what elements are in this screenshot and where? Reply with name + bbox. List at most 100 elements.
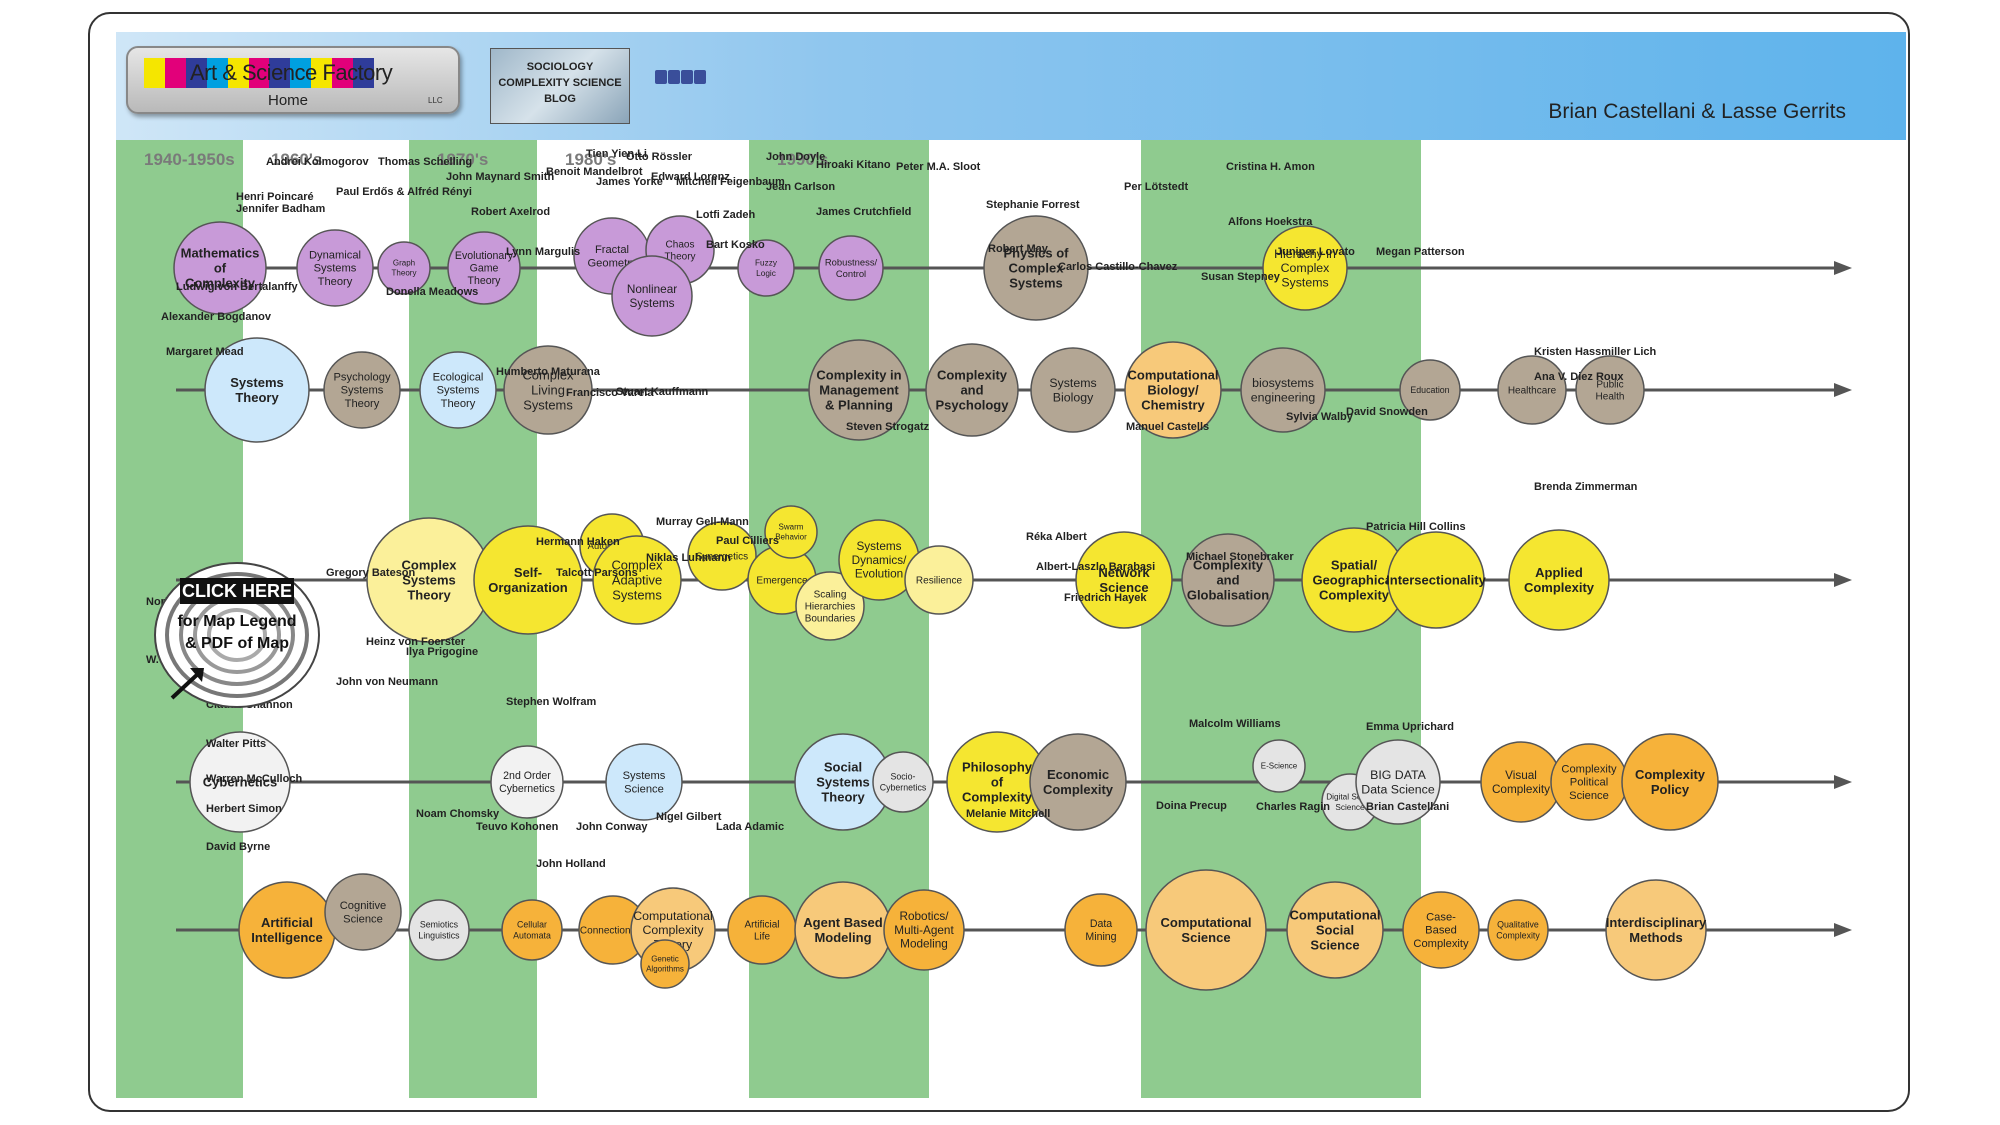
scholar-label: Melanie Mitchell xyxy=(966,808,1050,820)
art-science-factory-home-button[interactable]: Art & Science Factory Home LLC xyxy=(126,46,460,114)
concept-node-label: Systems xyxy=(629,297,674,310)
concept-node-label: & Planning xyxy=(825,397,893,412)
concept-node-circle xyxy=(1240,347,1326,433)
concept-node[interactable]: Self-Organization xyxy=(473,525,583,635)
concept-node[interactable]: Socio-Cybernetics xyxy=(872,751,934,813)
scholar-label: Patricia Hill Collins xyxy=(1366,521,1466,533)
concept-node[interactable]: E-Science xyxy=(1252,739,1306,793)
concept-node-circle xyxy=(687,521,757,591)
concept-node-circle xyxy=(1387,531,1485,629)
concept-node-label: Complex xyxy=(402,557,458,572)
concept-node[interactable]: Intersectionality xyxy=(1386,531,1487,629)
concept-node[interactable]: Resilience xyxy=(904,545,974,615)
concept-node-label: BIG DATA xyxy=(1370,768,1427,782)
scholar-label: Murray Gell-Mann xyxy=(656,516,749,528)
concept-node[interactable]: Cybernetics xyxy=(189,731,291,833)
scholar-label: Gregory Bateson xyxy=(326,567,416,579)
logo-color-block xyxy=(290,58,312,88)
scholar-label: Peter M.A. Sloot xyxy=(896,161,981,173)
concept-node[interactable]: Education xyxy=(1399,359,1461,421)
concept-node-label: Systems xyxy=(612,587,662,602)
concept-node-label: Dynamics/ xyxy=(852,554,908,567)
concept-node-label: biosystems xyxy=(1252,376,1314,390)
concept-node-label: Systems xyxy=(816,774,869,789)
concept-node-circle xyxy=(983,215,1089,321)
scholar-label: Tien Yien Li xyxy=(586,148,647,160)
concept-node[interactable]: Synergetics xyxy=(687,521,757,591)
concept-node-label: Healthcare xyxy=(1508,385,1557,396)
logo-color-block xyxy=(248,58,270,88)
concept-node-label: Multi-Agent xyxy=(894,924,954,937)
concept-node-circle xyxy=(1252,739,1306,793)
scholar-label: Walter Pitts xyxy=(206,738,266,750)
concept-node-label: Complexity xyxy=(1319,587,1390,602)
concept-node-label: Emergence xyxy=(756,575,808,586)
concept-node-label: Systems xyxy=(402,572,455,587)
concept-node-label: Based xyxy=(1425,925,1457,937)
concept-node-label: engineering xyxy=(1251,390,1316,404)
concept-node-label: Hierarchies xyxy=(805,601,856,612)
concept-node-label: Game xyxy=(470,263,499,275)
map-legend-button[interactable]: CLICK HERE for Map Legend & PDF of Map xyxy=(152,560,322,710)
sociology-blog-link[interactable]: SOCIOLOGY COMPLEXITY SCIENCE BLOG xyxy=(490,48,630,124)
scholar-label: Charles Ragin xyxy=(1256,801,1330,813)
concept-node-label: of xyxy=(214,260,227,275)
concept-node[interactable]: Robustness/Control xyxy=(818,235,884,301)
era-label: 1960's xyxy=(271,150,323,169)
concept-node-label: Mining xyxy=(1085,931,1116,943)
logo-home-label: Home xyxy=(268,92,309,109)
concept-node-label: Systems xyxy=(437,385,480,397)
concept-node-label: Intelligence xyxy=(251,930,323,945)
concept-node[interactable]: Healthcare xyxy=(1497,355,1567,425)
